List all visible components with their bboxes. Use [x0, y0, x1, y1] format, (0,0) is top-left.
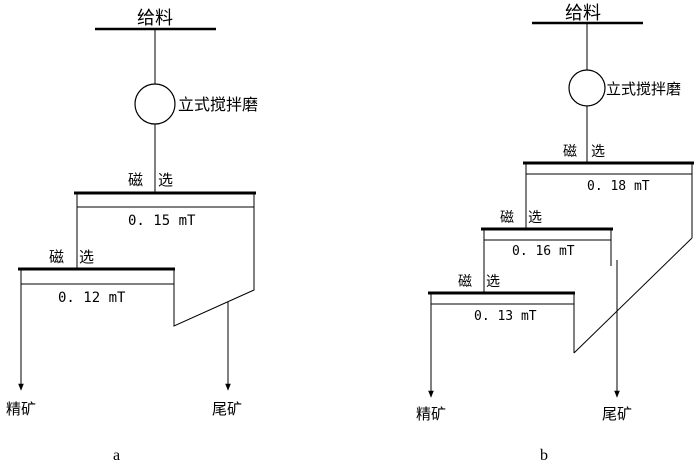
stage1-label: 磁 选: [563, 144, 605, 160]
feed-label: 给料: [137, 8, 173, 29]
concentrate-label: 精矿: [6, 400, 36, 418]
vertical-stirred-mill-icon: [568, 69, 606, 107]
mill-label: 立式搅拌磨: [178, 95, 258, 114]
tailings-launder: [573, 237, 693, 354]
stage1-label: 磁 选: [128, 171, 173, 189]
stage2-field: 0. 16 mT: [512, 244, 575, 259]
stage2-label: 磁 选: [500, 210, 542, 226]
stage3-label: 磁 选: [458, 274, 500, 290]
caption-b: b: [540, 447, 548, 464]
stage3-field: 0. 13 mT: [474, 309, 537, 324]
stage2-label: 磁 选: [49, 248, 94, 266]
diagram-b: 给料 立式搅拌磨 磁 选 0. 18 mT 磁 选 0. 16 mT 磁 选 0…: [416, 3, 694, 464]
mill-label: 立式搅拌磨: [606, 80, 681, 98]
tailings-label: 尾矿: [212, 400, 242, 418]
stage1-field: 0. 15 mT: [128, 213, 196, 229]
tailings-funnel: [173, 193, 255, 327]
tailings-label: 尾矿: [602, 405, 632, 423]
caption-a: a: [113, 447, 120, 464]
diagram-a: 给料 立式搅拌磨 磁 选 0. 15 mT 磁 选 0. 12 mT 精矿 尾矿…: [6, 8, 258, 464]
stage2-field: 0. 12 mT: [58, 290, 126, 306]
concentrate-label: 精矿: [416, 405, 446, 423]
stage1-field: 0. 18 mT: [587, 179, 650, 194]
vertical-stirred-mill-icon: [134, 83, 176, 125]
feed-label: 给料: [565, 3, 601, 24]
